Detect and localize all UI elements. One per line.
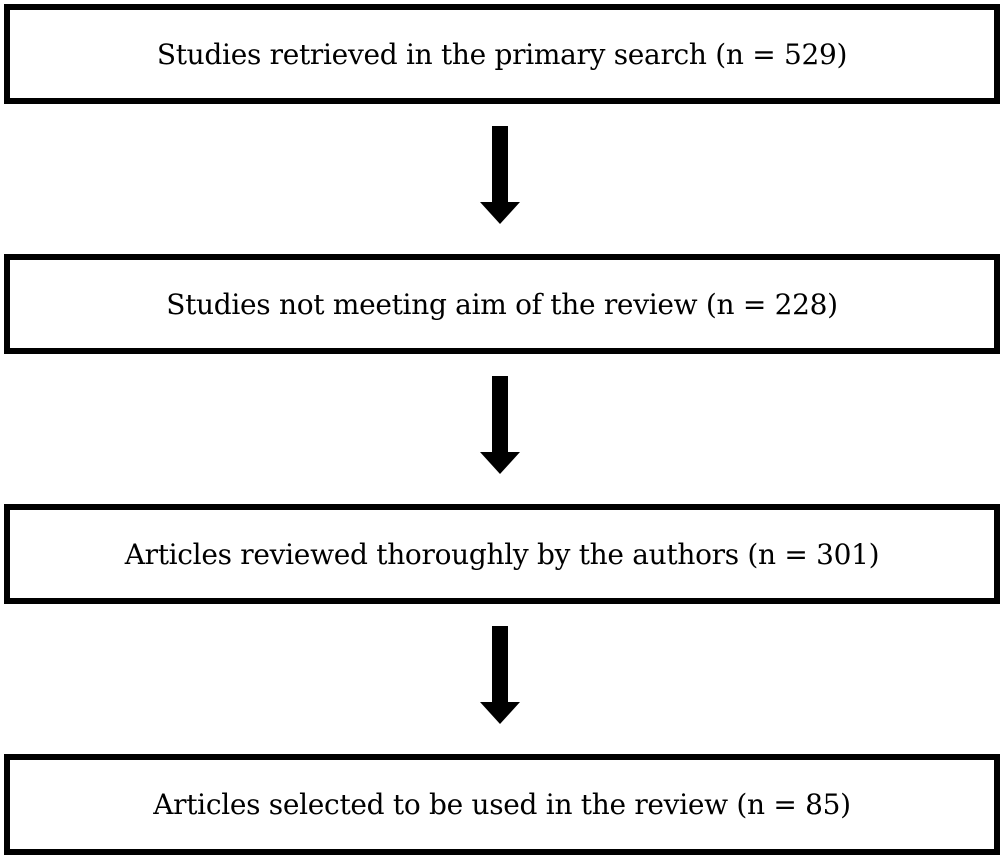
flow-step-label: Articles selected to be used in the revi… (153, 788, 851, 821)
flow-step-reviewed-thoroughly: Articles reviewed thoroughly by the auth… (4, 504, 1000, 604)
flow-step-label: Studies retrieved in the primary search … (156, 37, 848, 71)
flow-step-label: Articles reviewed thoroughly by the auth… (124, 537, 880, 571)
flow-step-selected-for-review: Articles selected to be used in the revi… (4, 754, 1000, 855)
down-arrow-icon (480, 626, 520, 724)
flow-step-primary-search: Studies retrieved in the primary search … (4, 4, 1000, 104)
down-arrow-icon (480, 126, 520, 224)
down-arrow-icon (480, 376, 520, 474)
flow-step-label: Studies not meeting aim of the review (n… (166, 287, 838, 321)
flow-step-not-meeting-aim: Studies not meeting aim of the review (n… (4, 254, 1000, 354)
